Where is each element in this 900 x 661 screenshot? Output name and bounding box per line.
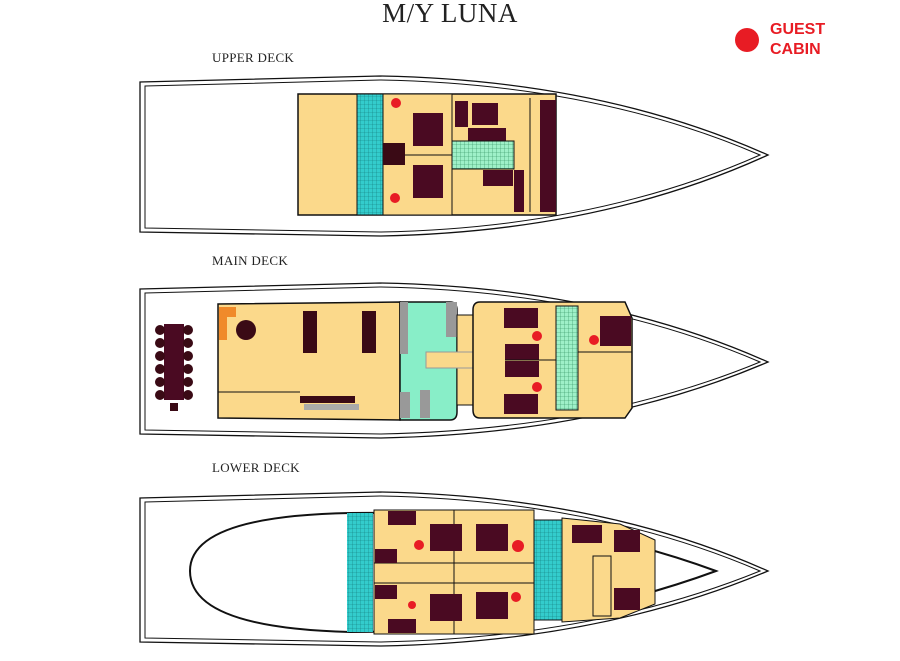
- bed: [413, 113, 443, 146]
- main-deck-label: MAIN DECK: [212, 253, 289, 268]
- guest-cabin-marker: [414, 540, 424, 550]
- guest-cabin-marker: [532, 382, 542, 392]
- legend-label: GUEST CABIN: [770, 20, 825, 60]
- outdoor-table: [164, 324, 184, 400]
- guest-cabin-marker: [390, 193, 400, 203]
- upper-deck: [139, 75, 770, 237]
- bed: [430, 594, 462, 621]
- bed: [413, 165, 443, 198]
- main-deck: [139, 282, 770, 439]
- hull-outline: [139, 282, 770, 439]
- guest-cabin-marker: [408, 601, 416, 609]
- guest-cabin-marker: [391, 98, 401, 108]
- guest-cabin-marker-icon: [735, 28, 759, 52]
- hull-inner: [144, 495, 762, 643]
- guest-cabin-marker: [512, 540, 524, 552]
- hull-outline: [139, 491, 770, 647]
- lower-deck: [139, 491, 770, 647]
- bed: [430, 524, 462, 551]
- upper-deck-label: UPPER DECK: [212, 50, 295, 65]
- lower-deck-label: LOWER DECK: [212, 460, 300, 475]
- legend-line-1: GUEST: [770, 21, 826, 38]
- guest-cabin-marker: [511, 592, 521, 602]
- hull-inner: [144, 286, 762, 435]
- hull-inner: [144, 79, 762, 233]
- bed: [476, 592, 508, 619]
- hull-outline: [139, 75, 770, 237]
- guest-cabin-marker: [589, 335, 599, 345]
- legend-line-2: CABIN: [770, 41, 821, 58]
- guest-cabin-marker: [532, 331, 542, 341]
- bed: [476, 524, 508, 551]
- page-title: M/Y LUNA: [382, 0, 518, 28]
